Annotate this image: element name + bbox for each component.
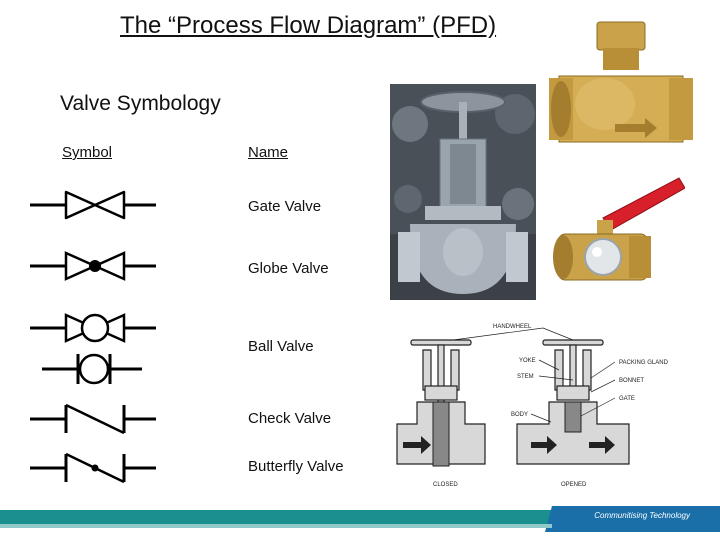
butterfly-valve-symbol: [30, 452, 156, 484]
label-handwheel: HANDWHEEL: [493, 324, 532, 330]
label-packing-gland: PACKING GLAND: [619, 360, 669, 366]
gate-valve-symbol: [30, 190, 156, 220]
ball-valve-symbol: [30, 313, 156, 385]
label-stem: STEM: [517, 374, 534, 380]
label-opened: OPENED: [561, 482, 587, 488]
brass-check-valve-photo: [545, 14, 697, 164]
valve-name-ball: Ball Valve: [248, 338, 314, 355]
gate-valve-photo: [390, 84, 536, 300]
valve-name-globe: Globe Valve: [248, 260, 329, 277]
valve-name-check: Check Valve: [248, 410, 332, 427]
slide-subtitle: Valve Symbology: [60, 92, 221, 115]
valve-name-butterfly: Butterfly Valve: [248, 458, 344, 475]
globe-valve-symbol: [30, 251, 156, 281]
valve-name-gate: Gate Valve: [248, 198, 322, 215]
check-valve-symbol: [30, 403, 156, 435]
symbol-column-header: Symbol: [62, 144, 113, 161]
label-gate: GATE: [619, 396, 635, 402]
footer-tagline: Communitising Technology: [594, 511, 690, 520]
label-bonnet: BONNET: [619, 378, 644, 384]
footer-band: [0, 506, 720, 532]
label-closed: CLOSED: [433, 482, 458, 488]
ball-valve-photo: [545, 172, 685, 292]
slide-title: The “Process Flow Diagram” (PFD): [120, 12, 497, 39]
label-body: BODY: [511, 412, 528, 418]
gate-valve-cross-section-diagram: HANDWHEEL YOKE STEM PACKING GLAND BONNET…: [393, 320, 675, 492]
label-yoke: YOKE: [519, 358, 536, 364]
name-column-header: Name: [248, 144, 289, 161]
